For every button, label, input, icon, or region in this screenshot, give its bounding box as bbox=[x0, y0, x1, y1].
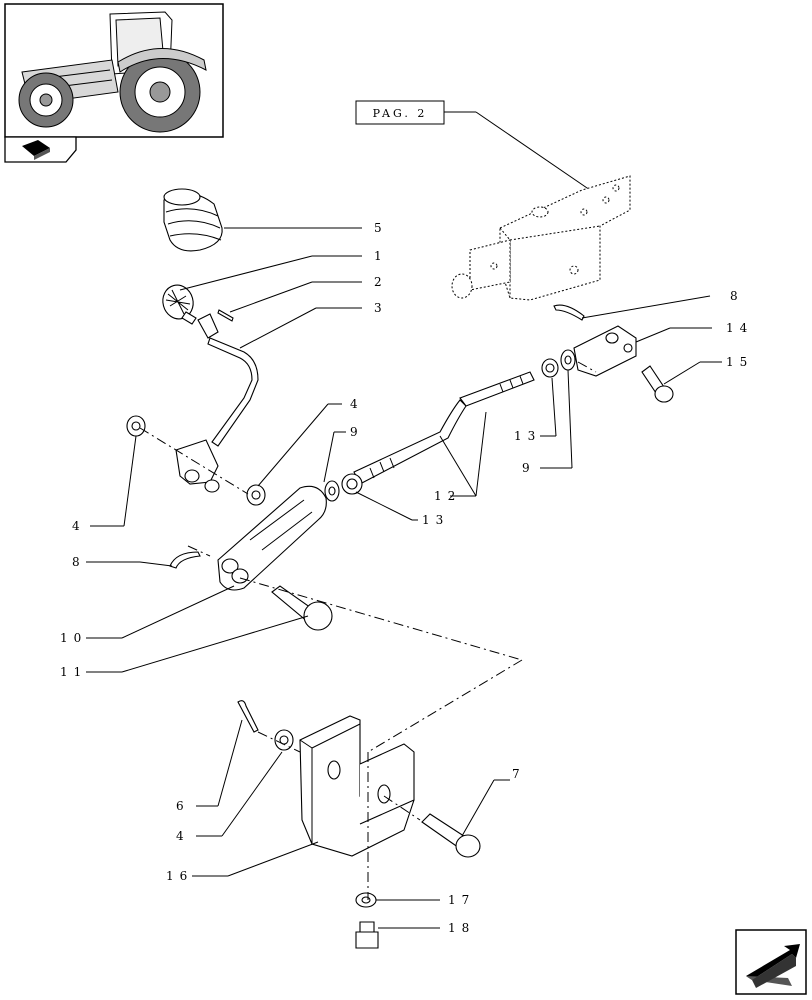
nut-left bbox=[341, 473, 363, 495]
washer-link bbox=[324, 480, 340, 502]
bottom-screw bbox=[355, 921, 379, 949]
gear-lever bbox=[175, 313, 259, 493]
washer-bottom-screw bbox=[355, 892, 377, 908]
callout-17: 17 bbox=[448, 893, 475, 907]
spring-pin bbox=[217, 309, 234, 322]
cotter-pin-bracket bbox=[237, 700, 259, 733]
callout-7: 7 bbox=[512, 767, 526, 781]
leader-lines bbox=[86, 227, 722, 929]
section-marker bbox=[4, 136, 77, 163]
callout-9-left: 9 bbox=[350, 425, 364, 439]
assembly-center-lines bbox=[139, 361, 597, 900]
tractor-thumbnail-icon bbox=[18, 11, 207, 133]
callout-10: 10 bbox=[60, 631, 87, 645]
bracket-bolt bbox=[421, 813, 481, 858]
washer-mid bbox=[246, 484, 266, 506]
callout-8-left: 8 bbox=[72, 555, 86, 569]
callout-5: 5 bbox=[374, 221, 388, 235]
washer-bottom bbox=[274, 729, 294, 751]
callout-4-bottom: 4 bbox=[176, 829, 190, 843]
callout-2: 2 bbox=[374, 275, 388, 289]
clevis-pin-left bbox=[271, 585, 333, 631]
washer-top-left bbox=[126, 415, 146, 437]
callout-3: 3 bbox=[374, 301, 388, 315]
connecting-rod bbox=[353, 371, 535, 485]
callout-15: 15 bbox=[726, 355, 753, 369]
nut-right bbox=[541, 358, 559, 378]
lever-link bbox=[217, 485, 327, 591]
callout-13-left: 13 bbox=[422, 513, 449, 527]
next-page-button[interactable] bbox=[735, 929, 807, 995]
cotter-pin-left bbox=[169, 551, 201, 569]
callout-18: 18 bbox=[448, 921, 475, 935]
callout-13-right: 13 bbox=[514, 429, 541, 443]
washer-right bbox=[560, 349, 576, 371]
page-reference-label: PAG. 2 bbox=[373, 107, 428, 120]
tractor-thumbnail bbox=[4, 3, 224, 138]
callout-16: 16 bbox=[166, 869, 193, 883]
callout-labels: 5 1 2 3 4 9 4 13 12 13 9 8 14 15 8 10 11… bbox=[60, 221, 753, 935]
callout-14: 14 bbox=[726, 321, 753, 335]
cotter-pin-right bbox=[553, 304, 585, 321]
clevis-fork bbox=[573, 325, 637, 377]
callout-4-mid: 4 bbox=[350, 397, 364, 411]
section-marker-icon bbox=[22, 140, 50, 160]
page-reference-box: PAG. 2 bbox=[355, 100, 591, 191]
callout-6: 6 bbox=[176, 799, 190, 813]
next-page-arrow-icon bbox=[746, 944, 800, 988]
callout-8-right: 8 bbox=[730, 289, 744, 303]
lever-knob bbox=[162, 284, 197, 325]
clevis-pin-right bbox=[641, 365, 674, 403]
rubber-boot bbox=[163, 188, 223, 252]
reference-bracket-ghost bbox=[451, 175, 631, 301]
callout-12: 12 bbox=[434, 489, 461, 503]
support-bracket bbox=[299, 715, 415, 857]
callout-1: 1 bbox=[374, 249, 388, 263]
callout-11: 11 bbox=[60, 665, 87, 679]
callout-4-left: 4 bbox=[72, 519, 86, 533]
callout-9-right: 9 bbox=[522, 461, 536, 475]
